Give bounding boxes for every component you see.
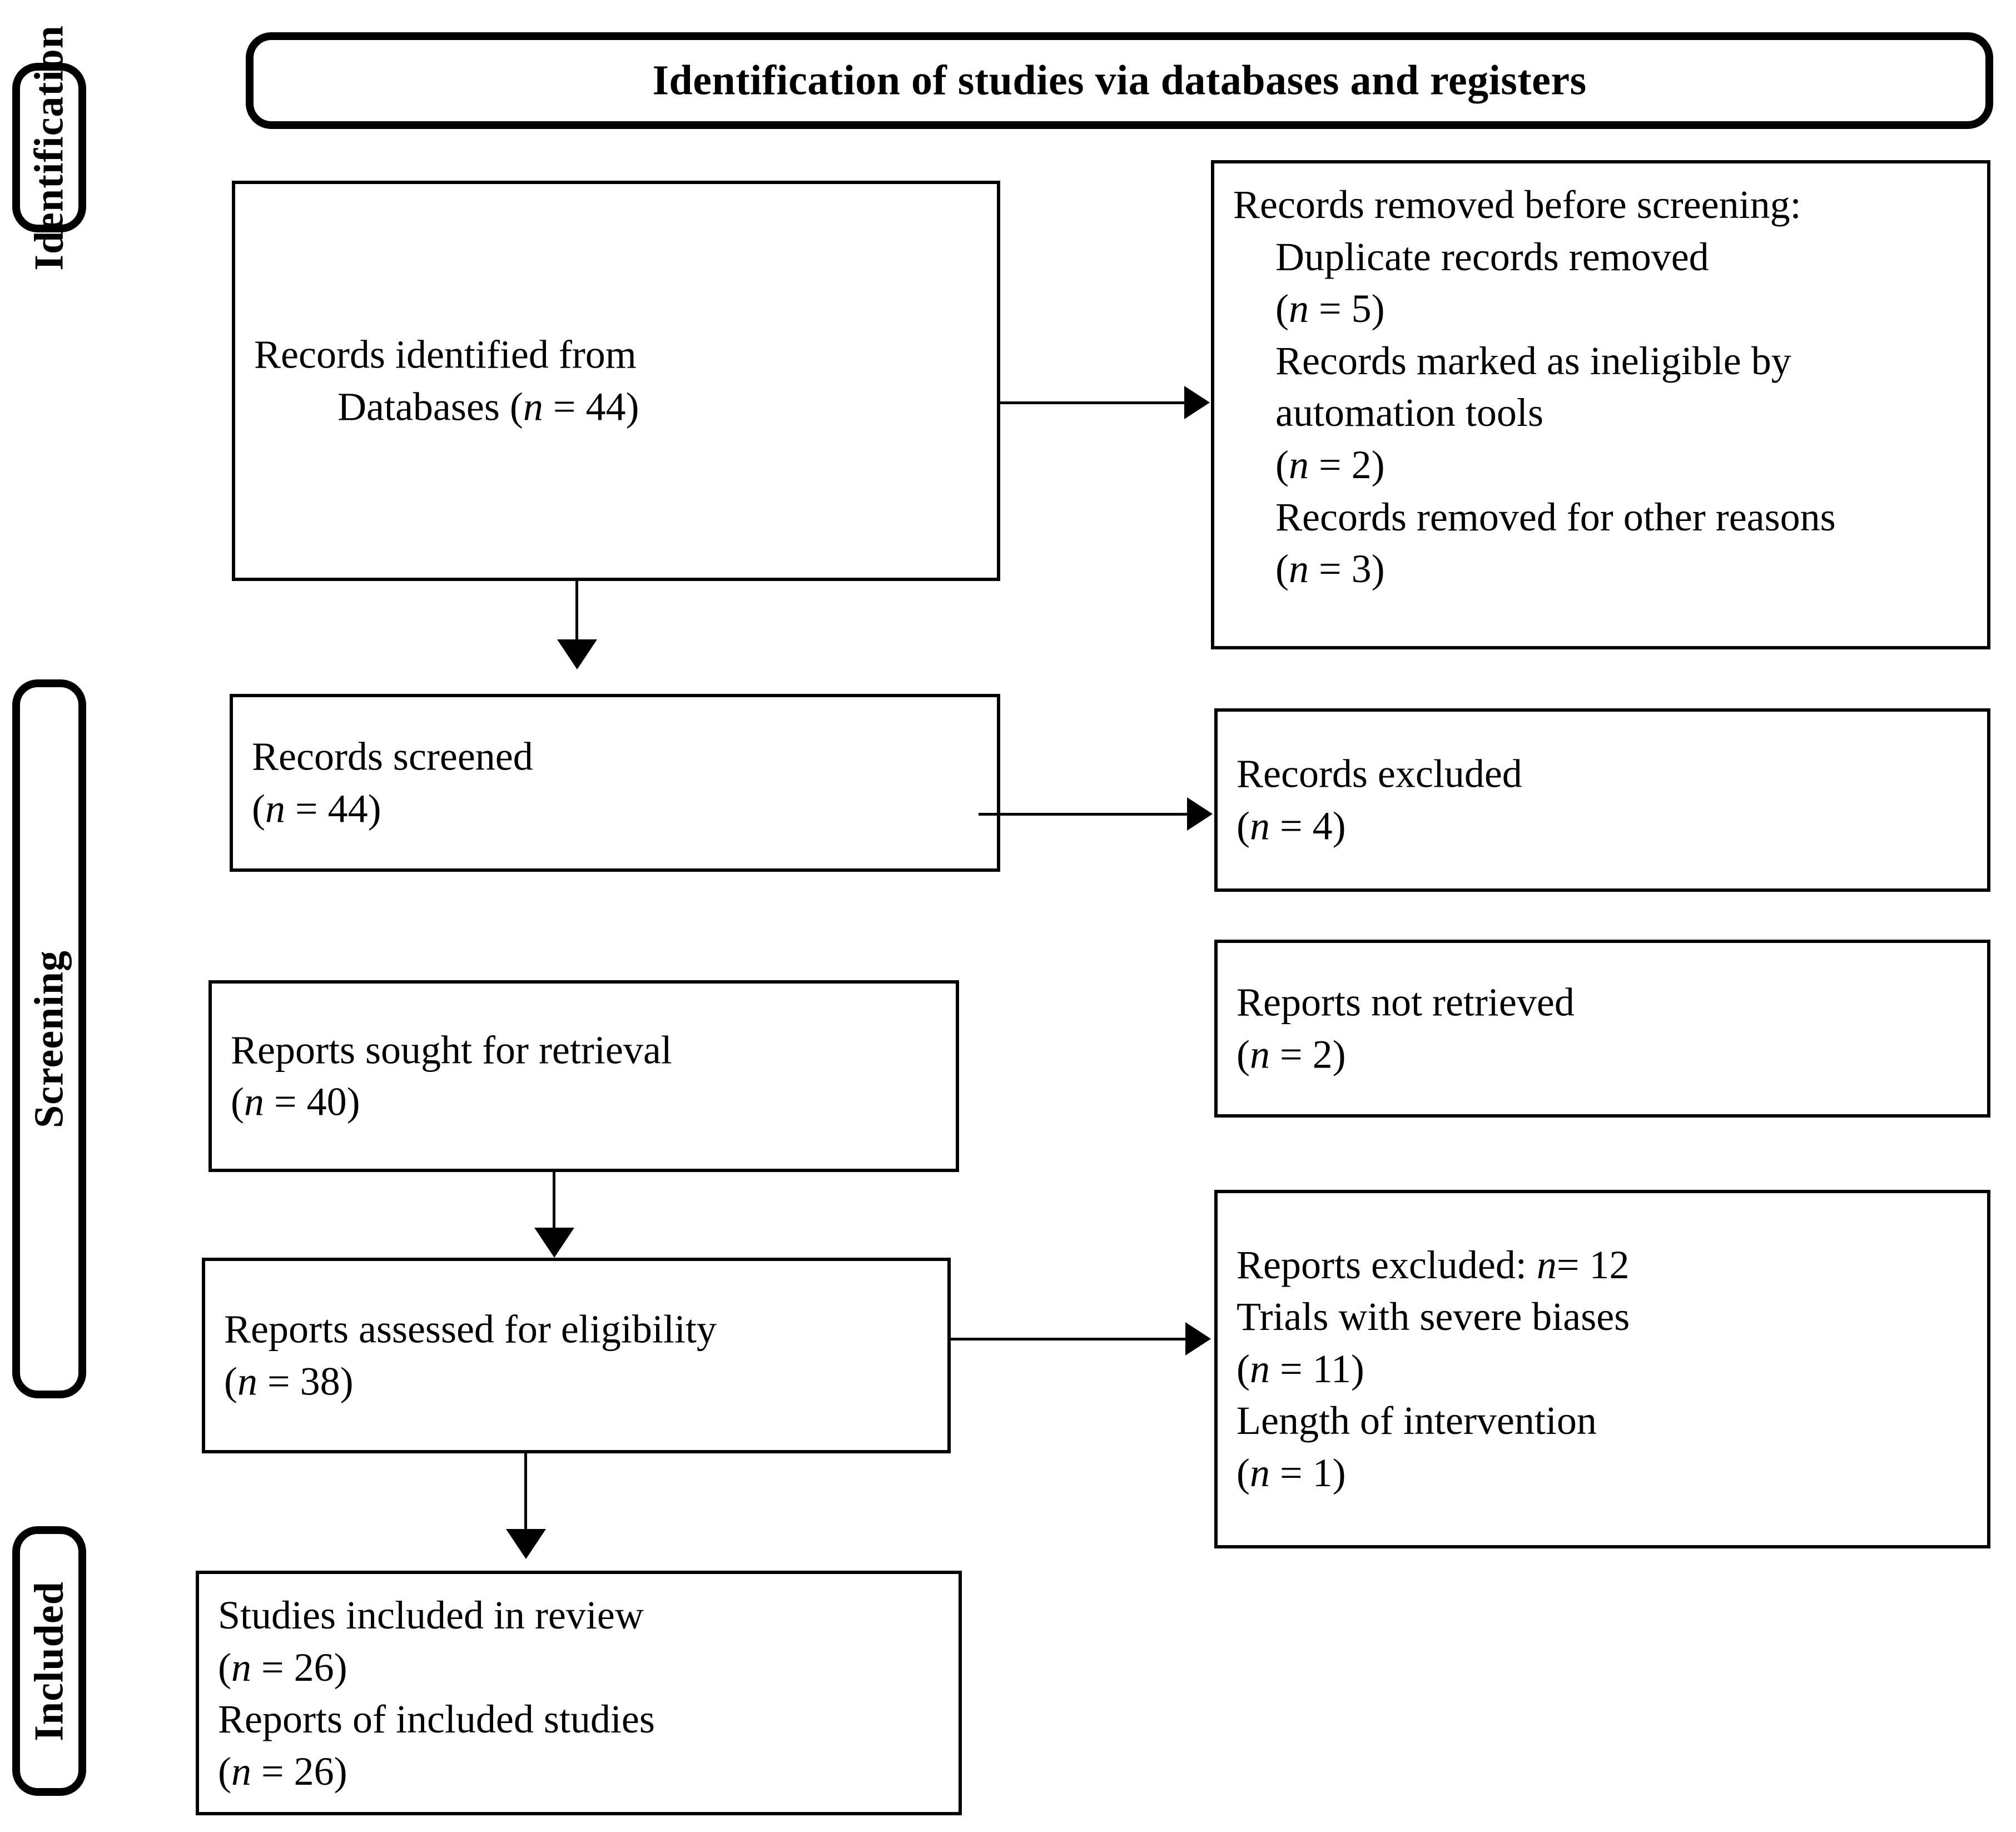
arrowhead-identified-to-removed: [1184, 386, 1210, 419]
reports-sought-line1: Reports sought for retrieval: [231, 1027, 672, 1072]
box-records-screened: Records screened (n = 44): [230, 694, 1000, 872]
connector-identified-to-screened: [575, 581, 578, 648]
records-removed-item1: Duplicate records removed: [1275, 234, 1709, 279]
reports-excluded-item1-count: (n = 11): [1237, 1346, 1364, 1391]
connector-sought-to-assessed: [553, 1172, 555, 1238]
box-records-excluded: Records excluded (n = 4): [1214, 708, 1990, 892]
records-screened-text: Records screened (n = 44): [252, 731, 984, 835]
connector-assessed-to-included: [524, 1453, 527, 1542]
stage-label-included: Included: [26, 1581, 72, 1741]
arrowhead-assessed-to-excluded: [1185, 1322, 1211, 1356]
stage-label-identification: Identification: [26, 24, 72, 271]
box-reports-assessed: Reports assessed for eligibility (n = 38…: [202, 1258, 951, 1453]
records-removed-item1-count: (n = 5): [1275, 286, 1385, 331]
records-screened-count: (n = 44): [252, 786, 381, 831]
reports-sought-count: (n = 40): [231, 1079, 360, 1124]
box-reports-excluded: Reports excluded: n= 12 Trials with seve…: [1214, 1190, 1990, 1548]
stage-screening: Screening: [12, 679, 86, 1398]
records-removed-item3: Records removed for other reasons: [1275, 494, 1836, 539]
reports-not-retrieved-text: Reports not retrieved (n = 2): [1237, 976, 1974, 1080]
reports-excluded-heading: Reports excluded: n= 12: [1237, 1242, 1630, 1287]
records-excluded-count: (n = 4): [1237, 803, 1346, 848]
studies-included-count2: (n = 26): [218, 1749, 347, 1794]
n-italic: n: [1249, 803, 1270, 848]
records-removed-item2-count: (n = 2): [1275, 442, 1385, 487]
n-italic: n: [1249, 1346, 1270, 1391]
records-removed-item3-count: (n = 3): [1275, 547, 1385, 592]
stage-identification: Identification: [12, 25, 86, 270]
n-italic: n: [1249, 1032, 1270, 1076]
page-title: Identification of studies via databases …: [652, 57, 1587, 104]
records-excluded-text: Records excluded (n = 4): [1237, 748, 1974, 852]
arrowhead-assessed-to-included: [506, 1529, 546, 1559]
reports-assessed-text: Reports assessed for eligibility (n = 38…: [224, 1303, 934, 1407]
connector-assessed-to-excluded: [951, 1338, 1188, 1341]
records-screened-line1: Records screened: [252, 734, 533, 779]
reports-excluded-item2: Length of intervention: [1237, 1398, 1597, 1443]
studies-included-line1: Studies included in review: [218, 1593, 644, 1637]
diagram-title-box: Identification of studies via databases …: [246, 32, 1993, 129]
records-identified-line2: Databases (n = 44): [337, 384, 639, 429]
n-italic: n: [1288, 547, 1309, 592]
box-records-removed: Records removed before screening: Duplic…: [1211, 160, 1990, 649]
n-italic: n: [1249, 1450, 1270, 1495]
studies-included-count1: (n = 26): [218, 1645, 347, 1690]
reports-assessed-count: (n = 38): [224, 1359, 354, 1403]
n-italic: n: [244, 1079, 264, 1124]
n-italic: n: [1288, 442, 1309, 487]
reports-excluded-item1: Trials with severe biases: [1237, 1294, 1630, 1339]
reports-assessed-line1: Reports assessed for eligibility: [224, 1307, 717, 1352]
box-reports-sought: Reports sought for retrieval (n = 40): [208, 980, 959, 1172]
connector-identified-to-removed: [1000, 401, 1187, 404]
arrowhead-sought-to-assessed: [534, 1228, 574, 1258]
n-italic: n: [1536, 1242, 1557, 1287]
studies-included-line2: Reports of included studies: [218, 1697, 655, 1742]
studies-included-text: Studies included in review (n = 26) Repo…: [218, 1590, 945, 1798]
records-removed-item2: Records marked as ineligible by: [1275, 338, 1791, 383]
connector-screened-to-excluded: [979, 813, 1190, 816]
arrowhead-screened-to-excluded: [1187, 797, 1213, 831]
n-italic: n: [237, 1359, 257, 1403]
stage-label-screening: Screening: [26, 950, 72, 1128]
n-italic: n: [1288, 286, 1309, 331]
box-reports-not-retrieved: Reports not retrieved (n = 2): [1214, 940, 1990, 1118]
reports-excluded-text: Reports excluded: n= 12 Trials with seve…: [1237, 1239, 1974, 1500]
stage-included: Included: [12, 1526, 86, 1796]
reports-excluded-item2-count: (n = 1): [1237, 1450, 1346, 1495]
box-studies-included: Studies included in review (n = 26) Repo…: [196, 1571, 962, 1815]
reports-not-retrieved-line1: Reports not retrieved: [1237, 980, 1575, 1025]
reports-sought-text: Reports sought for retrieval (n = 40): [231, 1024, 942, 1128]
n-italic: n: [265, 786, 285, 831]
records-identified-line1: Records identified from: [254, 332, 637, 377]
n-italic: n: [231, 1749, 251, 1794]
n-italic: n: [231, 1645, 251, 1690]
reports-not-retrieved-count: (n = 2): [1237, 1032, 1346, 1076]
box-records-identified: Records identified from Databases (n = 4…: [232, 181, 1000, 581]
records-removed-heading: Records removed before screening:: [1233, 182, 1801, 227]
records-removed-text: Records removed before screening: Duplic…: [1233, 179, 1974, 595]
n-italic: n: [523, 384, 543, 429]
records-removed-item2b: automation tools: [1275, 390, 1543, 435]
records-identified-text: Records identified from Databases (n = 4…: [254, 329, 984, 433]
records-excluded-line1: Records excluded: [1237, 751, 1522, 796]
arrowhead-identified-to-screened: [557, 639, 597, 669]
